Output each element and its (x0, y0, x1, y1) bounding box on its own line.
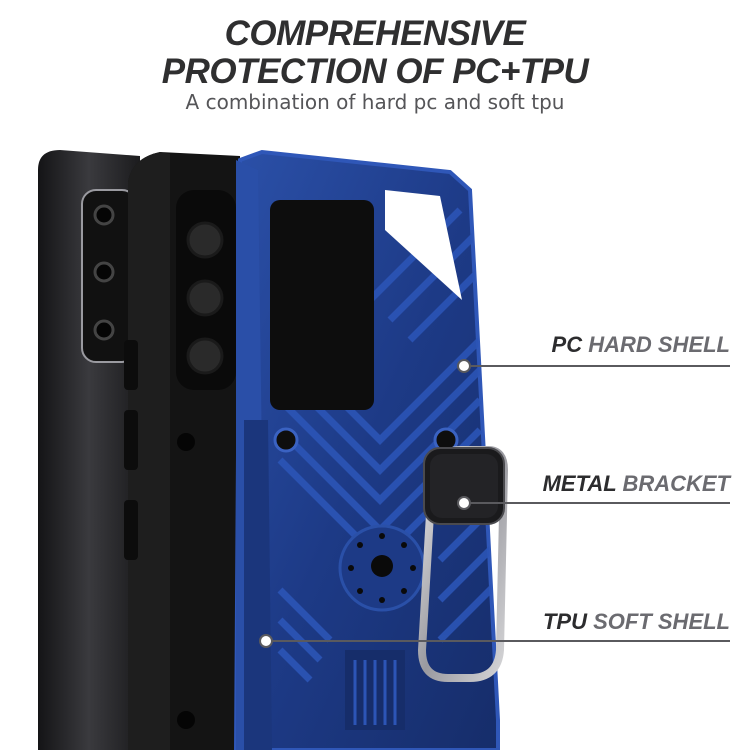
callout-rest: BRACKET (622, 471, 730, 496)
subtitle: A combination of hard pc and soft tpu (185, 90, 565, 114)
tpu-inner-shell (124, 152, 240, 750)
callout-rest: HARD SHELL (588, 332, 730, 357)
callout-tpu-soft-shell: TPU SOFT SHELL (543, 609, 730, 635)
callout-metal-bracket: METAL BRACKET (543, 471, 730, 497)
phone-illustration (38, 150, 140, 750)
leader-lines (259, 359, 730, 648)
callout-key: PC (551, 332, 583, 357)
callout-key: TPU (542, 609, 587, 634)
headline-line-2: PROTECTION OF PC+TPU (161, 52, 589, 91)
callout-key: METAL (542, 471, 617, 496)
pc-hard-shell (233, 149, 500, 750)
headline-line-1: COMPREHENSIVE (224, 14, 526, 53)
callout-rest: SOFT SHELL (593, 609, 730, 634)
callout-pc-hard-shell: PC HARD SHELL (552, 332, 730, 358)
